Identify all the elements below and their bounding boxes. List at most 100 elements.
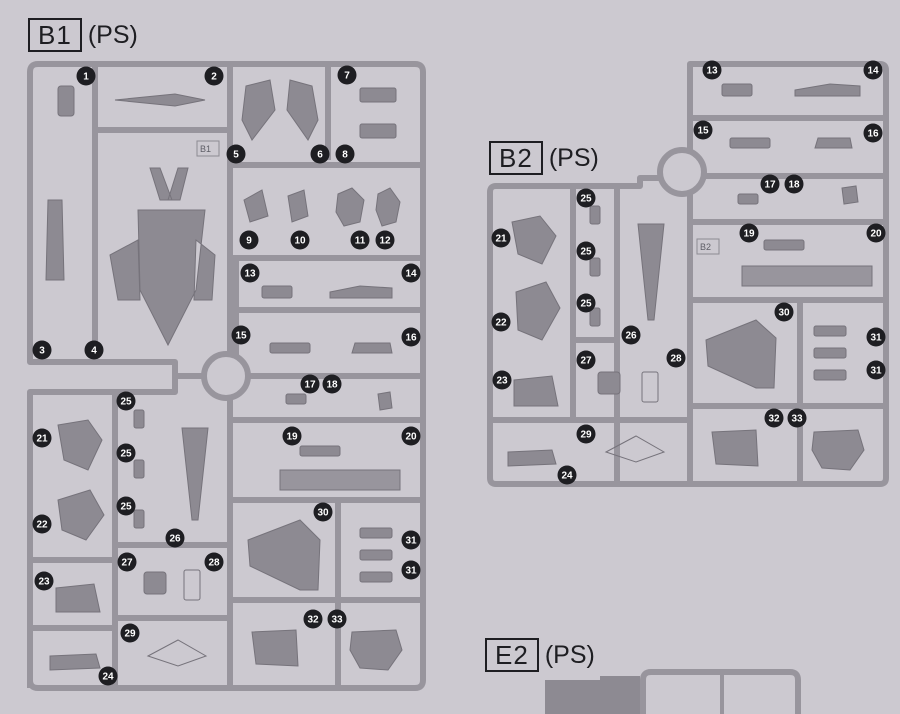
part-number-marker: [240, 263, 260, 283]
b1-part-number-6: 6: [310, 144, 330, 164]
b2-part-number-23: 23: [492, 370, 512, 390]
part-number-marker: [576, 350, 596, 370]
part-number-label: 29: [124, 629, 136, 640]
part-number-marker: [557, 465, 577, 485]
b1-part-number-25: 25: [116, 496, 136, 516]
part-number-label: 27: [580, 356, 592, 367]
b1-part-number-13: 13: [240, 263, 260, 283]
b2-part-number-13: 13: [702, 60, 722, 80]
part-number-marker: [239, 230, 259, 250]
part-number-marker: [491, 312, 511, 332]
b1-part-2: [114, 93, 206, 107]
part-number-label: 18: [326, 380, 338, 391]
b1-part-number-22: 22: [32, 514, 52, 534]
part-number-marker: [310, 144, 330, 164]
b1-part-number-5: 5: [226, 144, 246, 164]
b1-part-8: [359, 123, 397, 139]
b2-part-31b: [813, 347, 847, 359]
part-number-label: 26: [625, 331, 637, 342]
part-number-label: 24: [561, 471, 573, 482]
b2-part-number-17: 17: [760, 174, 780, 194]
b2-part-25b: [589, 257, 601, 277]
b1-part-31b: [359, 549, 393, 561]
b1-part-number-25: 25: [116, 443, 136, 463]
b2-part-number-24: 24: [557, 465, 577, 485]
part-number-marker: [693, 120, 713, 140]
b1-part-number-3: 3: [32, 340, 52, 360]
b1-part-number-8: 8: [335, 144, 355, 164]
b1-sprue-ring: [201, 351, 251, 401]
b2-part-25c: [589, 307, 601, 327]
b1-part-1: [57, 85, 75, 117]
b1-part-number-16: 16: [401, 327, 421, 347]
runner-e2: [545, 669, 801, 714]
part-number-marker: [774, 302, 794, 322]
b1-part-25b: [133, 459, 145, 479]
b1-part-12: [375, 187, 401, 227]
e2-gate-tab: [600, 676, 640, 684]
b1-part-number-15: 15: [231, 325, 251, 345]
part-number-label: 22: [36, 520, 48, 531]
part-number-label: 14: [867, 66, 879, 77]
part-number-marker: [313, 502, 333, 522]
b1-part-number-12: 12: [375, 230, 395, 250]
b2-part-17: [737, 193, 759, 205]
b1-part-26: [181, 427, 209, 521]
b1-part-number-2: 2: [204, 66, 224, 86]
part-number-marker: [375, 230, 395, 250]
b2-sprue-ring: [657, 147, 707, 197]
b2-part-number-25: 25: [576, 241, 596, 261]
b1-part-31a: [359, 527, 393, 539]
b2-part-number-19: 19: [739, 223, 759, 243]
runner-material-e2: (PS): [544, 641, 595, 669]
b1-part-6: [286, 79, 319, 141]
b2-part-number-20: 20: [866, 223, 886, 243]
part-number-label: 8: [342, 150, 348, 161]
b1-part-number-19: 19: [282, 426, 302, 446]
b2-part-31a: [813, 325, 847, 337]
part-number-label: 13: [706, 66, 718, 77]
b1-part-number-21: 21: [32, 428, 52, 448]
part-number-label: 20: [870, 229, 882, 240]
b1-part-number-32: 32: [303, 609, 323, 629]
part-number-label: 28: [670, 354, 682, 365]
b1-part-number-27: 27: [117, 552, 137, 572]
b1-part-number-14: 14: [401, 263, 421, 283]
b1-part-33: [349, 629, 403, 671]
part-number-label: 25: [580, 194, 592, 205]
b2-part-23: [513, 375, 559, 407]
part-number-label: 23: [496, 376, 508, 387]
b1-part-28: [183, 569, 201, 601]
part-number-label: 15: [235, 331, 247, 342]
part-number-marker: [116, 443, 136, 463]
part-number-label: 30: [778, 308, 790, 319]
b1-part-number-9: 9: [239, 230, 259, 250]
b1-part-number-25: 25: [116, 391, 136, 411]
b2-tag-box: [696, 238, 720, 255]
b1-part-16: [351, 342, 393, 354]
part-number-label: 19: [286, 432, 298, 443]
part-number-marker: [739, 223, 759, 243]
runner-title-b1: B1 (PS): [28, 18, 138, 52]
b1-part-number-31: 31: [401, 530, 421, 550]
b2-part-number-25: 25: [576, 188, 596, 208]
b1-part-24: [49, 653, 101, 671]
part-number-label: 31: [870, 366, 882, 377]
part-number-label: 5: [233, 150, 239, 161]
part-number-label: 19: [743, 229, 755, 240]
b2-part-number-28: 28: [666, 348, 686, 368]
b2-part-24: [507, 449, 557, 467]
b2-part-number-16: 16: [863, 123, 883, 143]
b2-part-20: [741, 265, 873, 287]
e2-gate-block: [545, 680, 645, 714]
part-number-marker: [231, 325, 251, 345]
part-number-marker: [866, 223, 886, 243]
part-number-label: 25: [580, 299, 592, 310]
runner-code-b2: B2: [489, 141, 543, 175]
runner-b1: [27, 61, 426, 691]
b1-part-number-7: 7: [337, 65, 357, 85]
part-number-label: 33: [331, 615, 343, 626]
b2-part-26: [637, 223, 665, 321]
part-number-marker: [300, 374, 320, 394]
